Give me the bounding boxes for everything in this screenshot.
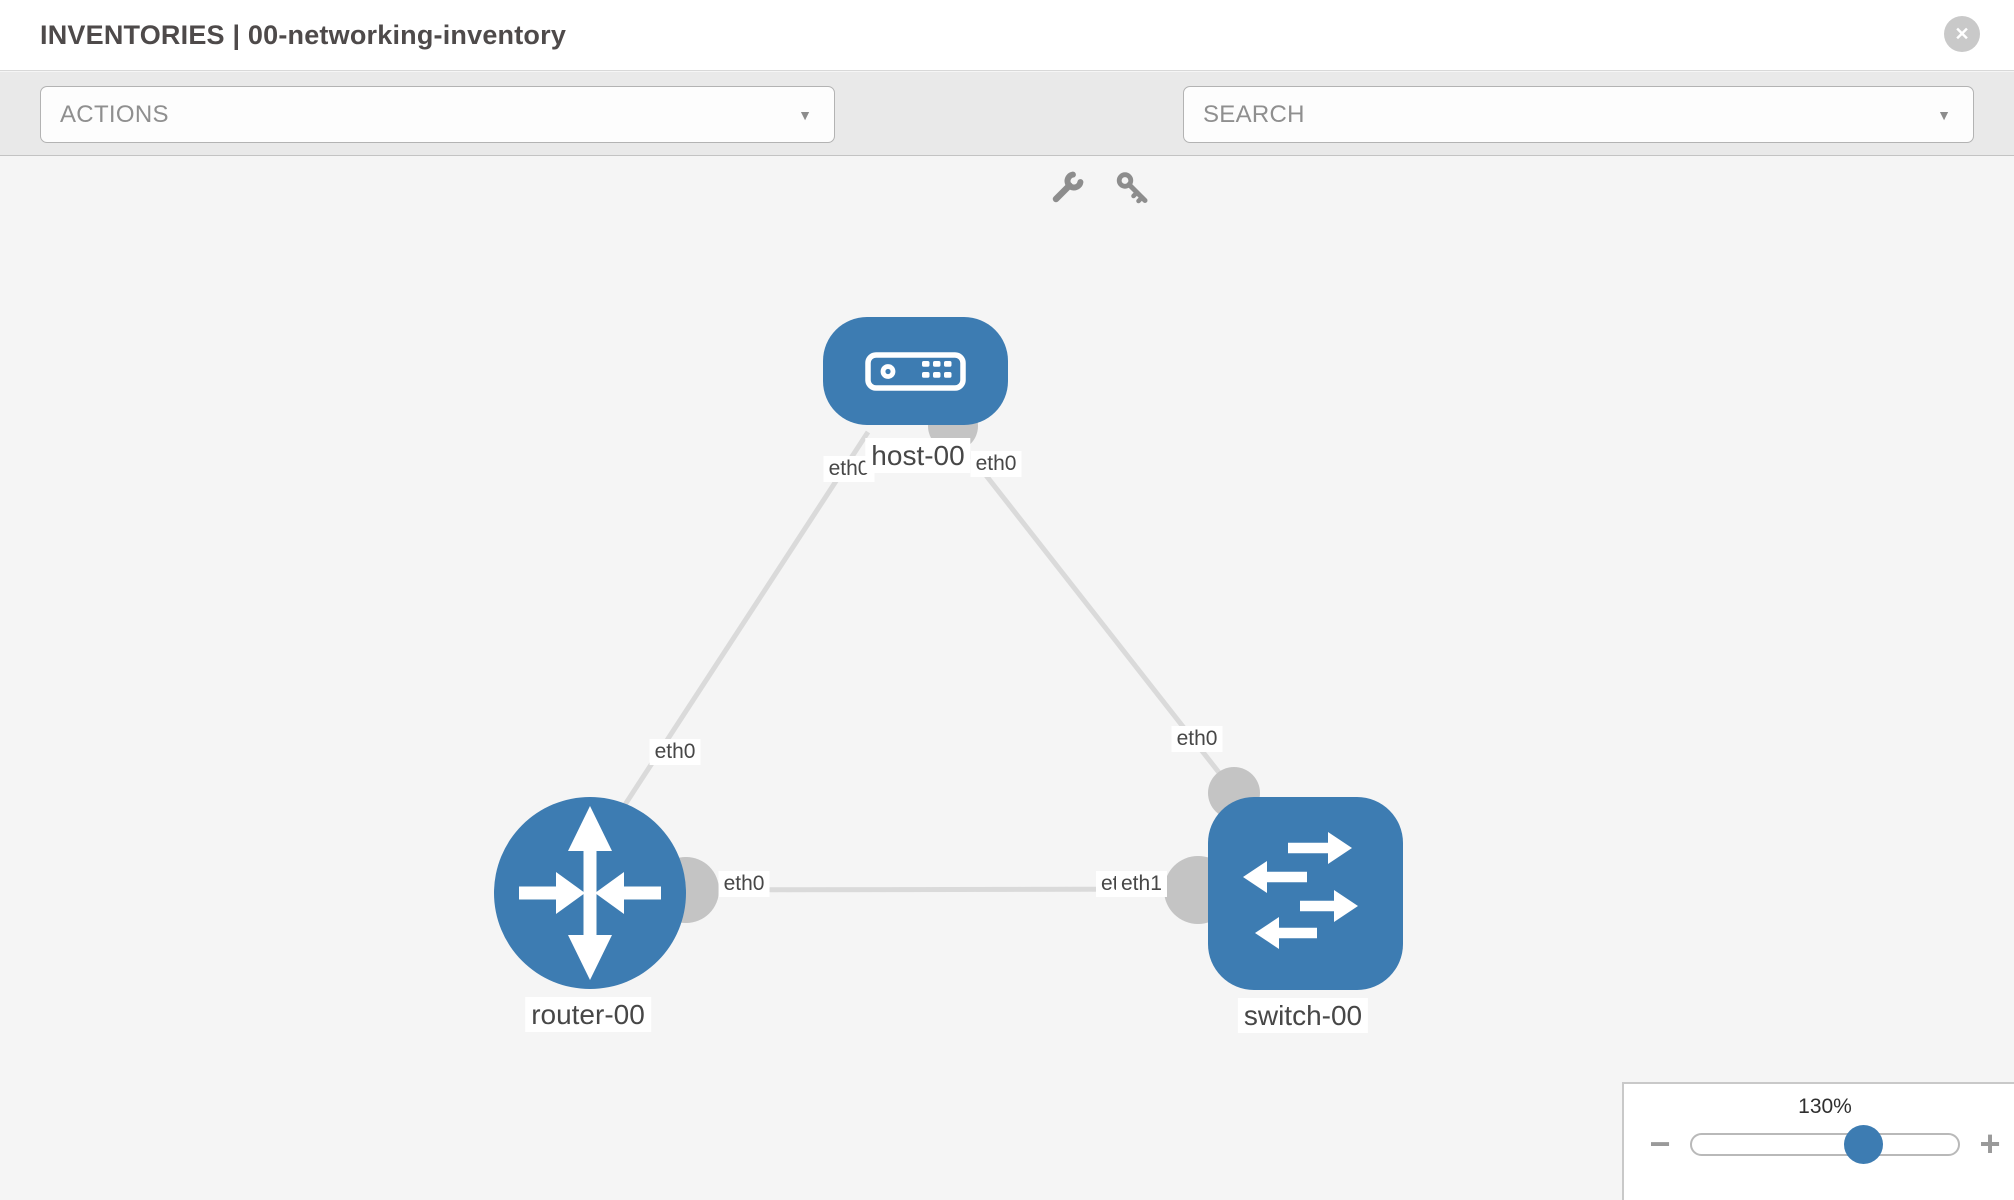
toolbar: ACTIONS ▼ SEARCH ▼	[0, 72, 2014, 204]
interface-label: eth1	[1116, 871, 1167, 897]
wrench-icon[interactable]	[1046, 168, 1090, 212]
router-arrows-icon	[519, 806, 661, 980]
host-server-icon	[865, 352, 966, 391]
minus-icon: −	[1649, 1123, 1671, 1164]
zoom-control-panel: 130% − +	[1622, 1082, 2014, 1200]
plus-icon: +	[1979, 1123, 2001, 1164]
close-button[interactable]: ✕	[1944, 16, 1980, 52]
page-title: INVENTORIES | 00-networking-inventory	[40, 20, 567, 50]
header: INVENTORIES | 00-networking-inventory ✕	[0, 0, 2014, 71]
interface-label: eth0	[1171, 726, 1223, 752]
zoom-out-button[interactable]: −	[1640, 1122, 1680, 1166]
search-dropdown[interactable]: SEARCH ▼	[1183, 86, 1974, 143]
key-teeth	[1131, 190, 1145, 204]
topology-canvas[interactable]: eth0 host-00 eth0 eth0 eth0 eth0 eth0 et…	[0, 157, 2014, 1200]
node-switch[interactable]	[1208, 797, 1403, 990]
switch-arrows-icon	[1243, 832, 1358, 949]
caret-down-icon: ▼	[798, 106, 812, 123]
host-node-shape	[823, 317, 1008, 425]
actions-dropdown-label: ACTIONS	[60, 100, 169, 128]
node-router[interactable]	[494, 797, 686, 989]
zoom-slider-track[interactable]	[1690, 1133, 1960, 1156]
node-label-host: host-00	[865, 438, 971, 474]
switch-node-shape	[1208, 797, 1403, 990]
zoom-slider-thumb[interactable]	[1844, 1125, 1883, 1164]
node-label-router: router-00	[525, 997, 651, 1033]
zoom-percentage: 130%	[1798, 1095, 1852, 1118]
interface-label: eth0	[970, 451, 1022, 477]
key-bow	[1116, 172, 1134, 189]
node-label-switch: switch-00	[1237, 998, 1369, 1034]
close-icon: ✕	[1954, 24, 1970, 44]
interface-label: eth0	[718, 871, 770, 897]
zoom-in-button[interactable]: +	[1970, 1122, 2010, 1166]
wrench-handle	[1052, 182, 1073, 203]
search-dropdown-label: SEARCH	[1203, 100, 1305, 128]
topology-graph	[494, 317, 1403, 990]
interface-label: eth0	[649, 739, 701, 765]
key-icon[interactable]	[1112, 168, 1156, 212]
actions-dropdown[interactable]: ACTIONS ▼	[40, 86, 835, 143]
node-host[interactable]	[823, 317, 1008, 425]
interface-label: eth0	[823, 456, 875, 482]
caret-down-icon: ▼	[1937, 106, 1951, 123]
